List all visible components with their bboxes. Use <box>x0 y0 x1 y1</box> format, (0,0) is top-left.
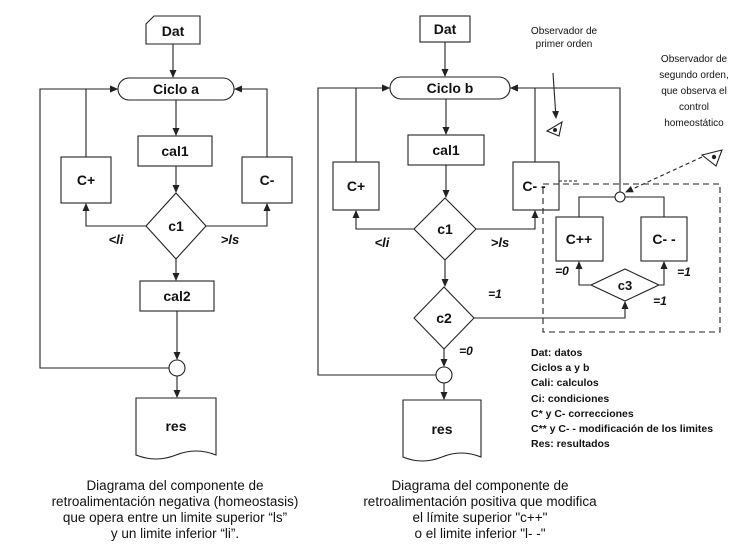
left-res-label: res <box>165 418 186 434</box>
right-caption-line-2: retroalimentación positiva que modifica <box>363 494 597 509</box>
legend-item: Res: resultados <box>531 438 610 451</box>
right-small-junction <box>614 191 626 203</box>
left-cal2-shape <box>139 280 215 312</box>
left-caption-line-3: que opera entre un limite superior “ls” <box>62 510 288 525</box>
left-c1-label: c1 <box>168 218 184 234</box>
left-cal1-shape <box>137 135 213 167</box>
right-res-shape <box>402 399 482 462</box>
right-cplus-shape <box>332 161 380 211</box>
left-cplus-label: C+ <box>77 172 95 188</box>
right-ls-label: >ls <box>491 235 509 250</box>
right-c3-right-label: =1 <box>677 265 691 279</box>
right-dat-label: Dat <box>434 21 457 37</box>
left-cminus-label: C- <box>260 172 275 188</box>
right-c2-yes-label: =1 <box>488 287 502 301</box>
second-order-observer-icon <box>700 149 723 167</box>
right-cminus-label: C- - <box>522 178 546 194</box>
legend-item: C** y C- - modificación de los limites <box>531 423 714 436</box>
right-caption-line-4: o el limite inferior "l- -" <box>414 526 546 541</box>
right-cminusminus-label: C- - <box>652 231 676 247</box>
right-ciclo-label: Ciclo b <box>427 80 474 96</box>
left-caption-line-1: Diagrama del componente de <box>86 478 264 493</box>
observer1-line-1: Observador de <box>531 26 598 37</box>
right-cal1-label: cal1 <box>432 142 459 158</box>
observer2-line-2: segundo orden, <box>659 70 729 81</box>
right-cminus-shape <box>512 161 560 211</box>
left-caption: Diagrama del componente de retroalimenta… <box>10 478 340 542</box>
right-c3-bottom-label: =1 <box>653 294 667 308</box>
legend-item: C* y C- correcciones <box>531 407 634 420</box>
observer2-line-1: Observador de <box>661 54 728 65</box>
left-li-label: <li <box>109 232 124 247</box>
right-caption: Diagrama del componente de retroalimenta… <box>330 478 630 542</box>
right-c2-no-label: =0 <box>459 344 473 358</box>
observer2-line-4: control <box>679 102 709 113</box>
observer1-line-2: primer orden <box>536 39 593 50</box>
right-caption-line-3: el límite superior "c++" <box>412 510 548 525</box>
right-cplusplus-shape <box>555 216 604 262</box>
observer2-line-3: que observa el <box>661 86 727 97</box>
legend-item: Ci: condiciones <box>531 392 610 405</box>
right-c2-label: c2 <box>436 310 452 326</box>
right-caption-line-1: Diagrama del componente de <box>391 478 569 493</box>
right-c1-label: c1 <box>437 221 453 237</box>
right-cplusplus-label: C++ <box>566 231 592 247</box>
legend: Dat: datos Ciclos a y b Cali: calculos C… <box>531 346 713 452</box>
left-cal1-label: cal1 <box>161 143 188 159</box>
right-c3-label: c3 <box>618 278 632 293</box>
left-dat-label: Dat <box>162 23 185 39</box>
observer2-line-5: homeostático <box>664 118 724 129</box>
left-ciclo-label: Ciclo a <box>153 81 199 97</box>
left-res-shape <box>135 397 217 460</box>
left-diagram <box>39 15 293 460</box>
right-cminusminus-shape <box>640 216 688 262</box>
left-caption-line-4: y un limite inferior “li”. <box>110 526 240 541</box>
right-li-label: <li <box>375 235 390 250</box>
left-junction <box>168 359 186 377</box>
second-order-box <box>542 183 721 333</box>
right-res-label: res <box>431 421 452 437</box>
left-cal2-label: cal2 <box>163 288 190 304</box>
right-diagram <box>317 15 723 462</box>
right-cal1-shape <box>407 134 485 166</box>
right-cplus-label: C+ <box>347 178 365 194</box>
right-junction <box>435 366 453 384</box>
legend-item: Dat: datos <box>531 347 583 359</box>
legend-item: Ciclos a y b <box>531 362 590 375</box>
right-c3-left-label: =0 <box>555 264 569 278</box>
left-caption-line-2: retroalimentación negativa (homeostasis) <box>51 494 299 509</box>
left-ls-label: >ls <box>221 232 239 247</box>
legend-item: Cali: calculos <box>531 377 599 390</box>
